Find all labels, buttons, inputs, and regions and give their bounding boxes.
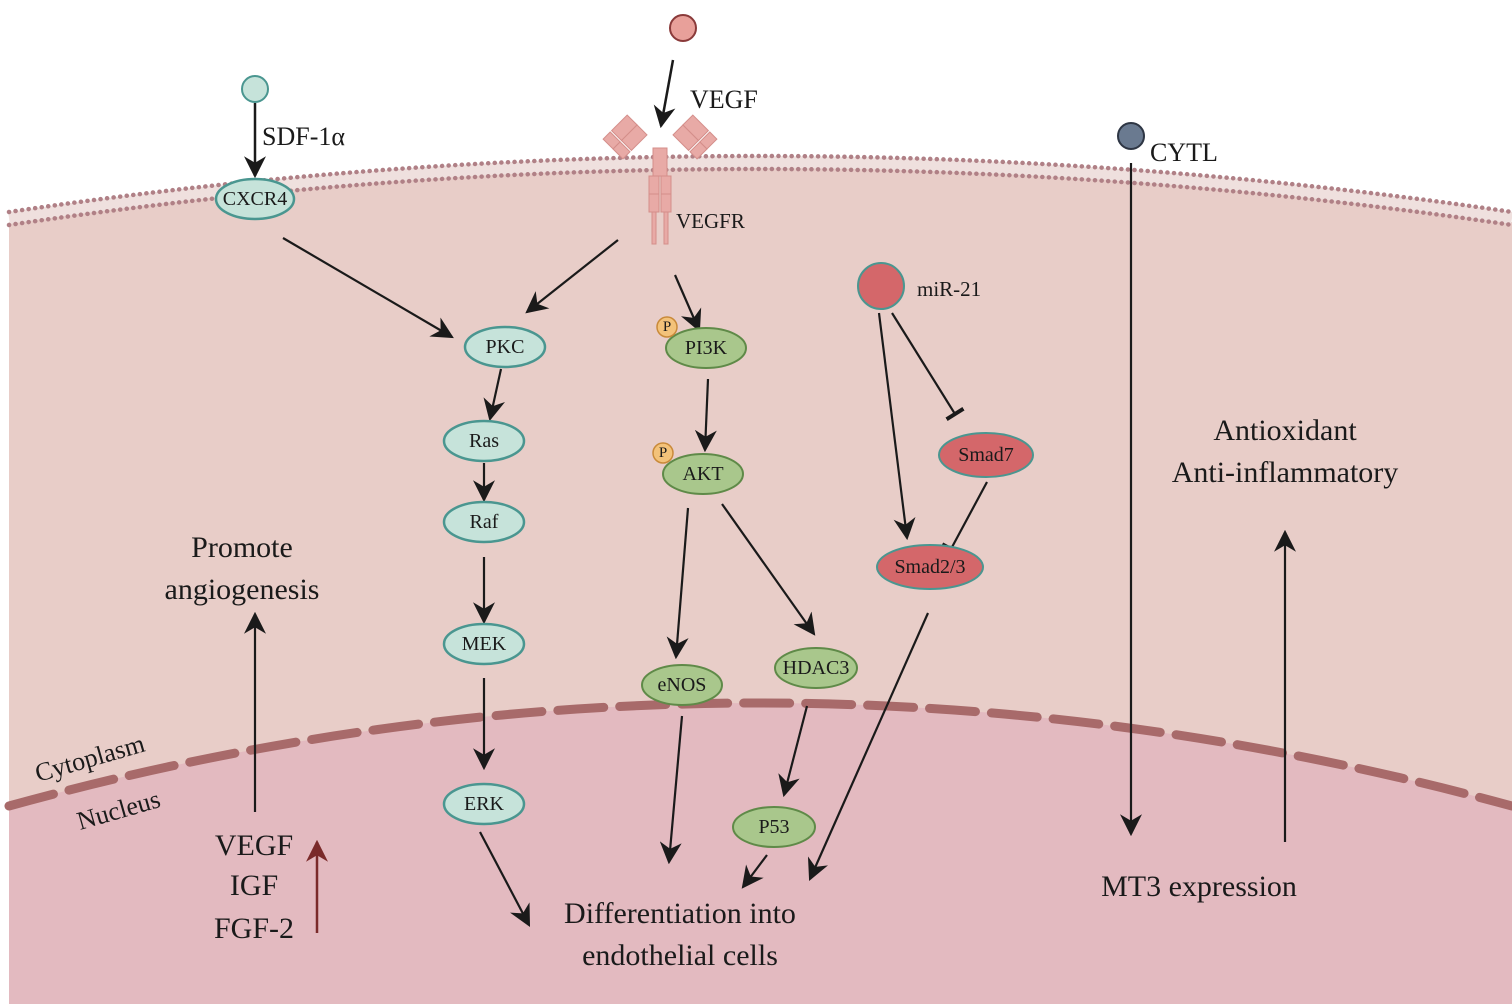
vegfr-receptor [602,114,718,245]
akt-node[interactable] [662,453,744,495]
smad23-label: Smad2/3 [894,556,965,578]
erk-node[interactable] [442,782,526,826]
cxcr4-label: CXCR4 [223,188,287,210]
raf-node[interactable] [442,500,526,544]
mir21-node[interactable] [857,262,905,310]
cxcr4-node[interactable] [214,177,296,221]
vegfr-label: VEGFR [676,209,745,233]
akt-phospho-icon [652,442,674,464]
raf-label: Raf [470,511,499,533]
pkc-node[interactable] [463,325,547,369]
enos-label: eNOS [658,674,707,696]
cytl-ligand [1117,122,1145,150]
mt3-label: MT3 expression [1101,870,1297,903]
mek-node[interactable] [442,622,526,666]
pi3k-phospho-label: P [663,319,671,335]
mir21-label: miR-21 [917,277,981,301]
sdf1a-label: SDF-1α [262,122,345,151]
p53-label: P53 [758,816,789,838]
sdf1a-ligand [241,75,269,103]
ras-node[interactable] [442,419,526,463]
pkc-label: PKC [486,336,525,358]
cytl-label: CYTL [1150,138,1218,167]
factor-vegf: VEGF [215,829,293,862]
ras-label: Ras [469,430,499,452]
nucleus-region [9,703,1512,1004]
mek-label: MEK [462,633,507,655]
factor-igf: IGF [230,869,278,902]
p53-node[interactable] [732,806,816,848]
angiogenesis-label: angiogenesis [165,573,320,606]
enos-node[interactable] [641,664,723,706]
antiinflammatory-label: Anti-inflammatory [1172,456,1399,489]
erk-label: ERK [464,793,505,815]
smad23-node[interactable] [876,544,984,590]
pi3k-label: PI3K [685,337,728,359]
vegf-ligand-label: VEGF [690,85,758,114]
akt-phospho-label: P [659,445,667,461]
smad7-node[interactable] [938,432,1034,478]
akt-label: AKT [682,463,723,485]
hdac3-node[interactable] [774,647,858,689]
smad7-label: Smad7 [958,444,1014,466]
pi3k-node[interactable] [665,327,747,369]
differentiation-line2: endothelial cells [582,939,778,972]
antioxidant-label: Antioxidant [1213,414,1357,447]
promote-label: Promote [191,531,293,564]
pi3k-phospho-icon [656,316,678,338]
differentiation-line1: Differentiation into [564,897,796,930]
vegf-ligand [669,14,697,42]
factor-fgf2: FGF-2 [214,912,294,945]
hdac3-label: HDAC3 [783,657,850,679]
